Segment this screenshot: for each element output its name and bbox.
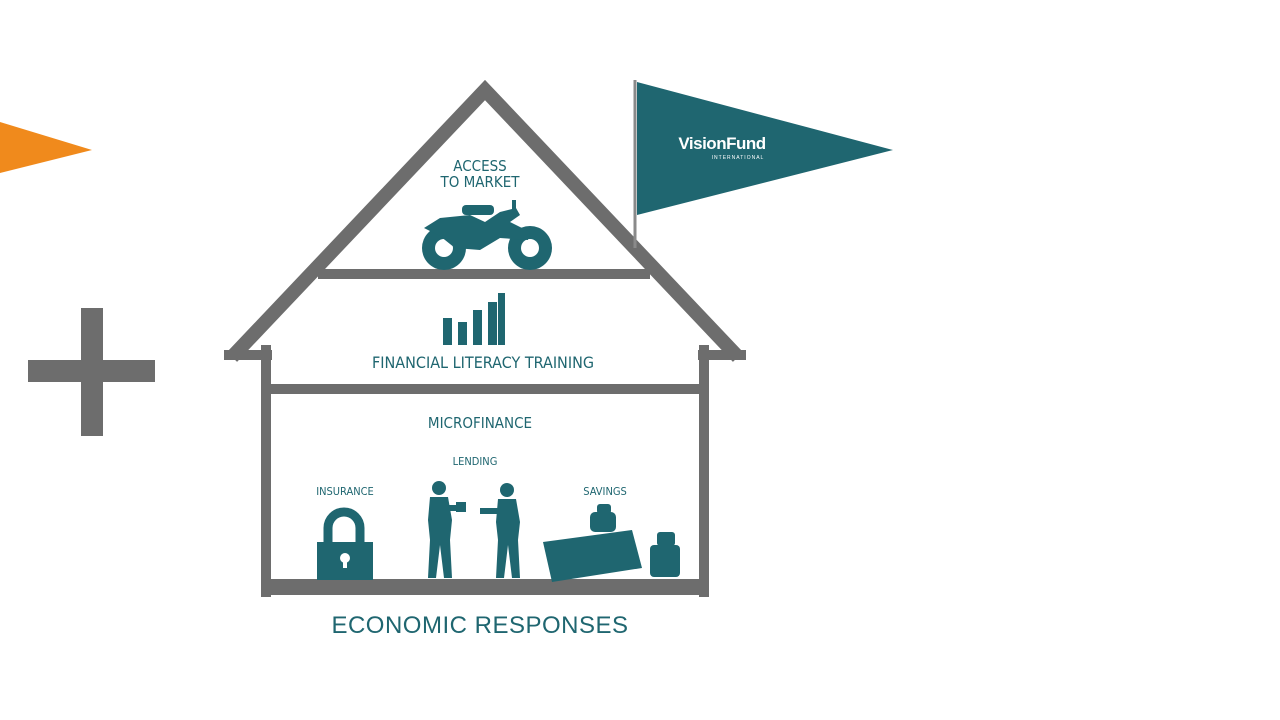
middle-floor-label: FINANCIAL LITERACY TRAINING <box>372 353 594 372</box>
plus-icon <box>28 308 155 436</box>
motorcycle-icon <box>422 200 552 270</box>
orange-arrow <box>0 122 92 173</box>
roof-eaves <box>224 350 746 360</box>
bar-chart-icon <box>443 293 505 345</box>
people-handshake-icon <box>428 481 520 578</box>
savings-label: SAVINGS <box>583 485 627 498</box>
savings-stack-icon <box>543 504 680 582</box>
brand-logo-text: VisionFund <box>678 134 766 153</box>
padlock-icon <box>317 507 373 580</box>
insurance-label: INSURANCE <box>316 485 374 498</box>
diagram-caption: ECONOMIC RESPONSES <box>331 612 629 639</box>
house-outline <box>226 79 744 597</box>
flag-banner <box>637 82 893 215</box>
brand-logo-subtext: INTERNATIONAL <box>711 155 765 161</box>
lending-label: LENDING <box>452 455 498 468</box>
base-floor-label: MICROFINANCE <box>427 414 533 432</box>
